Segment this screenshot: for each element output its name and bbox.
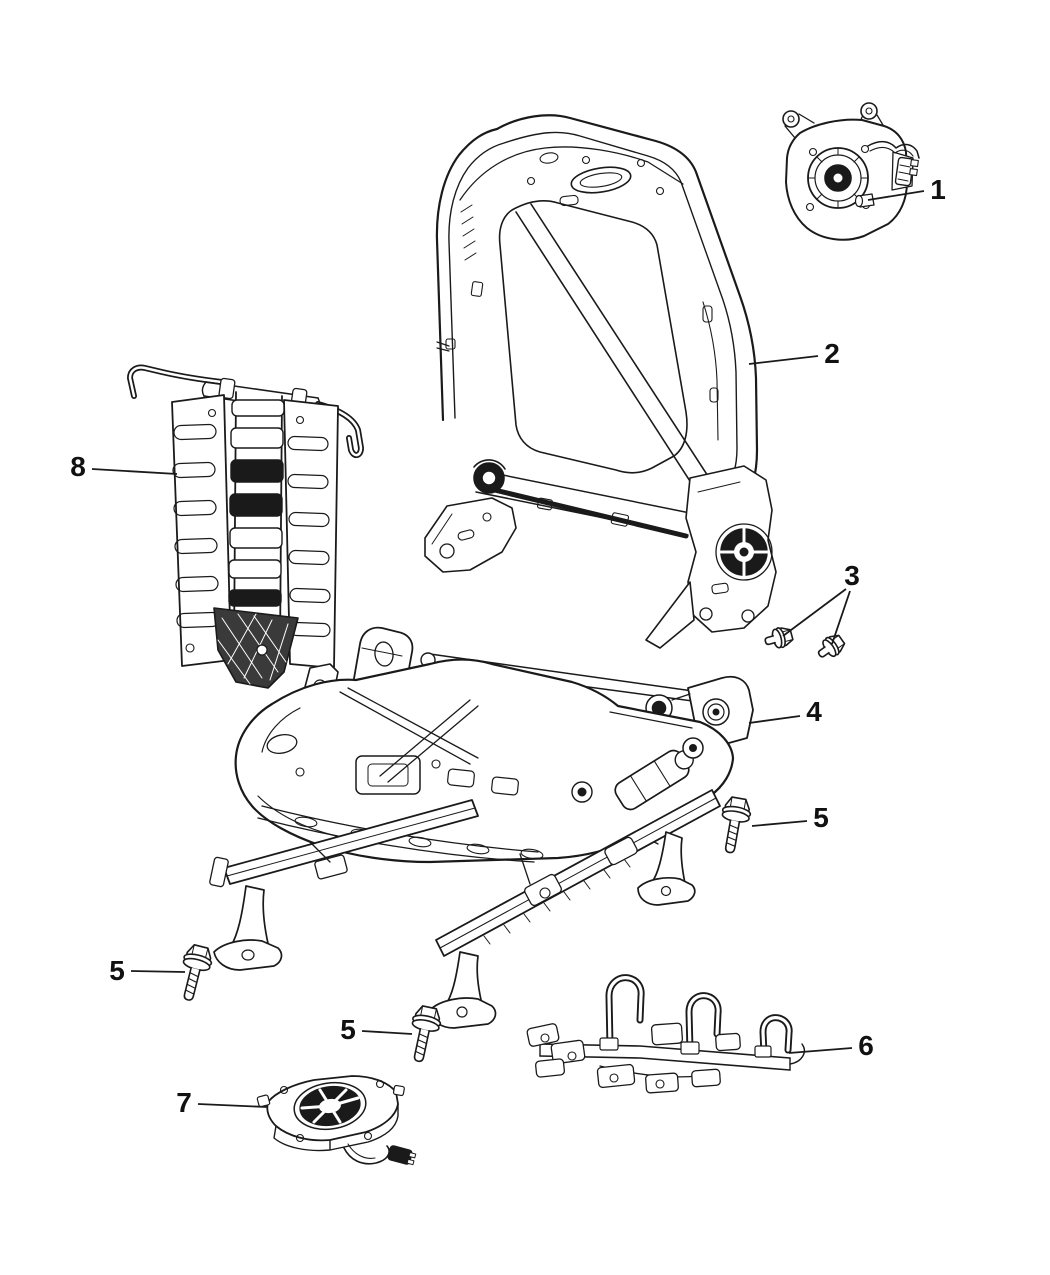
- callout-5-label: 5: [340, 1014, 356, 1045]
- callout-4-label: 4: [806, 696, 822, 727]
- callout-5-label: 5: [813, 802, 829, 833]
- bolt-3a: [762, 624, 795, 653]
- part-seat-adjuster-drawing: [209, 626, 754, 1029]
- callout-2-label: 2: [824, 338, 840, 369]
- bolt-5-mid: [403, 1003, 445, 1065]
- callout-6-label: 6: [858, 1030, 874, 1061]
- part-blower-module-drawing: [256, 1075, 417, 1166]
- part-harness-bracket-drawing: [526, 974, 806, 1094]
- part-seat-back-frame-drawing: [424, 114, 777, 649]
- part-recliner-motor-drawing: [782, 102, 920, 241]
- part-lumbar-support-drawing: [127, 364, 364, 689]
- callout-1-label: 1: [930, 174, 946, 205]
- callout-7-label: 7: [176, 1087, 192, 1118]
- bolt-5-right: [714, 795, 754, 856]
- callout-8-label: 8: [70, 451, 86, 482]
- callout-5-label: 5: [109, 955, 125, 986]
- bolt-3b: [812, 630, 849, 665]
- bolt-5-left: [173, 942, 216, 1005]
- callout-3-label: 3: [844, 560, 860, 591]
